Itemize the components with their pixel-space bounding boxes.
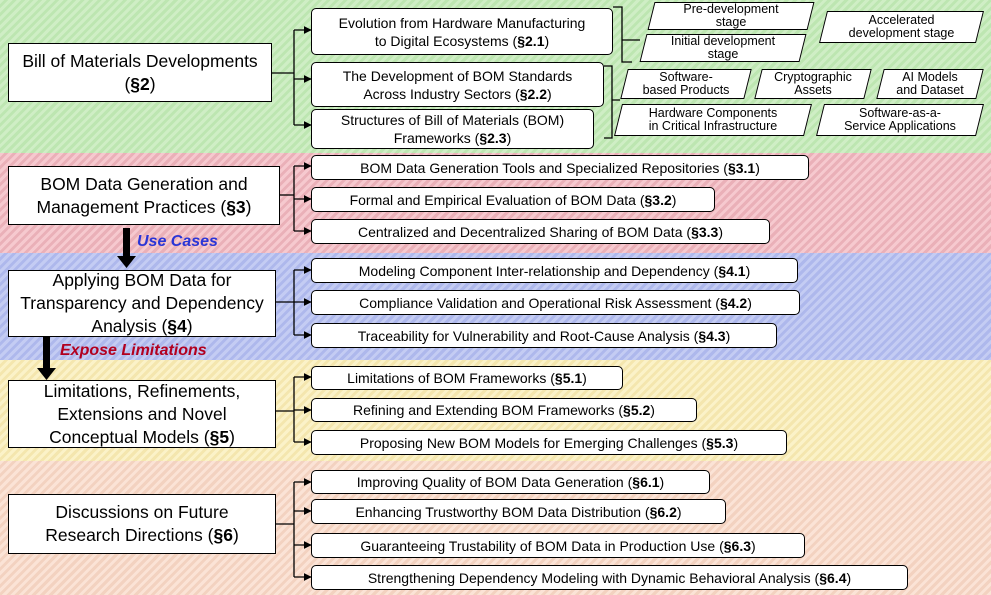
sector-saas-applications: Software-as-a-Service Applications (820, 104, 980, 136)
section-2-title: Bill of Materials Developments (22, 50, 258, 71)
subsection-5-1[interactable]: Limitations of BOM Frameworks (§5.1) (311, 366, 623, 390)
subsection-6-4[interactable]: Strengthening Dependency Modeling with D… (311, 565, 908, 590)
section-6-title: Discussions on Future (55, 502, 229, 522)
subsection-2-1[interactable]: Evolution from Hardware Manufacturing to… (311, 8, 613, 55)
subsection-2-2[interactable]: The Development of BOM Standards Across … (311, 62, 604, 107)
section-4-box: Applying BOM Data for Transparency and D… (8, 270, 276, 337)
section-2-box: Bill of Materials Developments (§2) (8, 43, 272, 102)
subsection-3-3[interactable]: Centralized and Decentralized Sharing of… (311, 219, 770, 244)
sector-software-products: Software-based Products (624, 69, 748, 99)
subsection-3-1[interactable]: BOM Data Generation Tools and Specialize… (311, 155, 809, 180)
expose-limitations-label: Expose Limitations (60, 342, 207, 359)
subsection-6-3[interactable]: Guaranteeing Trustability of BOM Data in… (311, 533, 805, 558)
subsection-5-3[interactable]: Proposing New BOM Models for Emerging Ch… (311, 430, 787, 455)
section-2-ref: 2 (140, 73, 150, 94)
subsection-2-3[interactable]: Structures of Bill of Materials (BOM) Fr… (311, 109, 594, 149)
section-6-box: Discussions on Future Research Direction… (8, 494, 276, 554)
subsection-4-1[interactable]: Modeling Component Inter-relationship an… (311, 258, 798, 283)
subsection-3-2[interactable]: Formal and Empirical Evaluation of BOM D… (311, 187, 715, 212)
subsection-6-1[interactable]: Improving Quality of BOM Data Generation… (311, 470, 710, 494)
section-5-box: Limitations, Refinements, Extensions and… (8, 380, 276, 448)
subsection-4-2[interactable]: Compliance Validation and Operational Ri… (311, 290, 800, 315)
section-3-title: BOM Data Generation and (40, 173, 248, 194)
subsection-6-2[interactable]: Enhancing Trustworthy BOM Data Distribut… (311, 499, 726, 524)
subsection-4-3[interactable]: Traceability for Vulnerability and Root-… (311, 323, 777, 348)
subsection-5-2[interactable]: Refining and Extending BOM Frameworks (§… (311, 398, 697, 422)
use-cases-label: Use Cases (137, 233, 218, 250)
section-3-box: BOM Data Generation and Management Pract… (8, 166, 280, 225)
section-4-title: Applying BOM Data for (52, 270, 232, 290)
section-5-title: Limitations, Refinements, (43, 380, 241, 401)
